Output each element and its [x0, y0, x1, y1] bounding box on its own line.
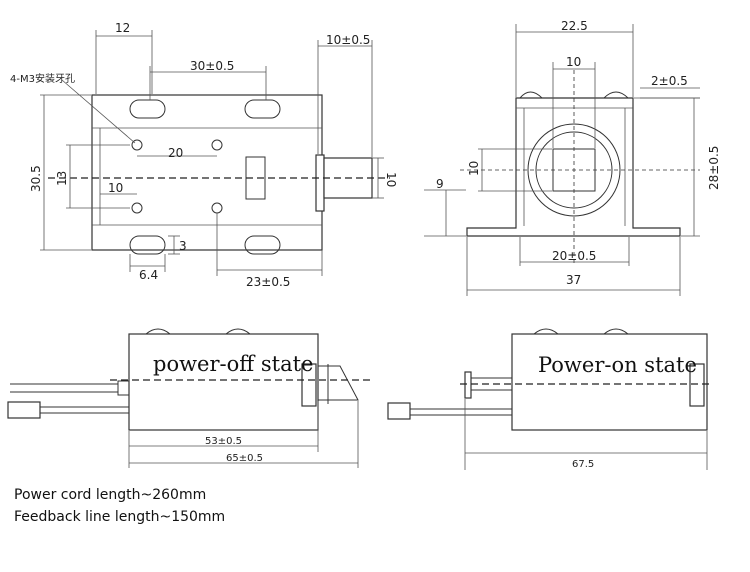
dim-30-5: 30.5: [29, 165, 43, 192]
mount-slot: [129, 99, 166, 119]
top-right-view: 22.5 10 2±0.5 28±0.5 10 9 20±0.5 37: [424, 19, 721, 296]
coil-inner: [535, 131, 613, 209]
solenoid-body: [128, 333, 319, 431]
dim-2: 2±0.5: [651, 74, 688, 88]
dim-23: 23±0.5: [246, 275, 290, 289]
dim-20: 20±0.5: [552, 249, 596, 263]
top-bump: [603, 328, 629, 335]
dim-13: 13: [55, 171, 69, 186]
bottom-right-view: 67.5 Power-on state: [387, 328, 710, 470]
top-bump: [519, 91, 543, 99]
mount-slot: [244, 235, 281, 255]
dim-6-4: 6.4: [139, 268, 158, 282]
dim-53: 53±0.5: [205, 436, 242, 447]
dim-20: 20: [168, 146, 183, 160]
rod-head: [464, 371, 472, 399]
plunger-extended: [317, 365, 359, 401]
power-cord-note: Power cord length~260mm: [14, 487, 207, 503]
feedback-wire: [40, 406, 129, 414]
top-bump: [145, 328, 171, 335]
m3-hole: [211, 139, 223, 151]
mount-slot: [244, 99, 281, 119]
bottom-left-view: 53±0.5 65±0.5 power-off state: [7, 328, 370, 468]
dim-30: 30±0.5: [190, 59, 234, 73]
plunger-flange: [315, 154, 325, 212]
top-bump: [603, 91, 629, 99]
m3-hole: [131, 139, 143, 151]
dim-10-05: 10±0.5: [326, 33, 370, 47]
wire-connector: [387, 402, 411, 420]
solenoid-frame: [91, 94, 323, 251]
feedback-line-note: Feedback line length~150mm: [14, 509, 226, 525]
wire-connector: [7, 401, 41, 419]
dim-67-5: 67.5: [572, 459, 594, 470]
dim-9: 9: [436, 177, 444, 191]
dim-plunger-10: 10: [384, 172, 398, 187]
dim-37: 37: [566, 273, 581, 287]
power-wire: [410, 408, 512, 416]
u-bracket: [466, 97, 681, 237]
solenoid-body: [511, 333, 708, 431]
coil-outer: [527, 123, 621, 217]
power-wire: [10, 383, 118, 393]
power-on-state-label: Power-on state: [538, 353, 697, 377]
dim-10: 10: [566, 55, 581, 69]
dim-65: 65±0.5: [226, 453, 263, 464]
plunger-flange: [301, 363, 317, 407]
mount-slot: [129, 235, 166, 255]
dim-28: 28±0.5: [707, 146, 721, 190]
dim-12: 12: [115, 21, 130, 35]
top-bump: [533, 328, 559, 335]
wire-grommet: [117, 380, 130, 396]
dim-3: 3: [179, 239, 187, 253]
dim-22-5: 22.5: [561, 19, 588, 33]
hole-label: 4-M3安装牙孔: [10, 72, 75, 85]
dim-10-vertical: 10: [467, 161, 481, 176]
plunger-flange: [689, 363, 705, 407]
power-off-state-label: power-off state: [153, 352, 313, 376]
top-left-view: 4-M3安装牙孔 12 30±0.5 10±0.5 20 10 30.5 13: [10, 21, 398, 289]
top-bump: [225, 328, 251, 335]
dim-10: 10: [108, 181, 123, 195]
m3-hole: [131, 202, 143, 214]
